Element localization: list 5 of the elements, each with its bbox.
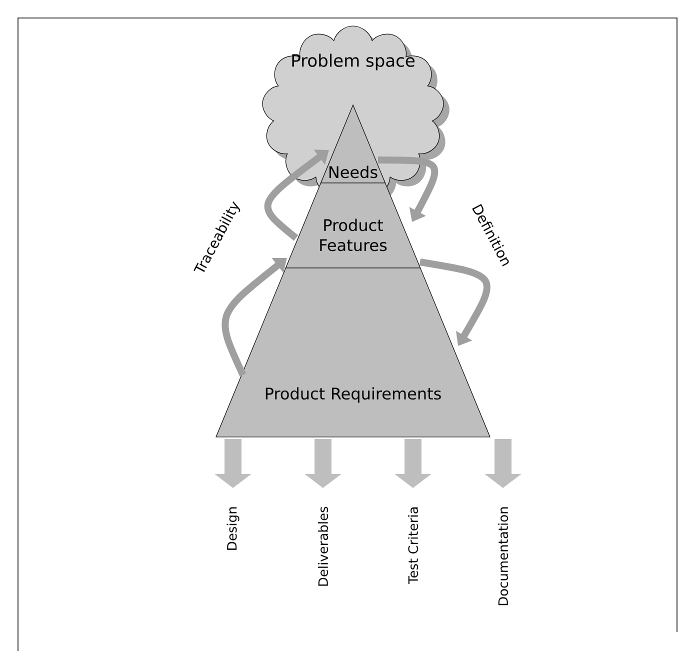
output-label: Documentation [498, 507, 508, 606]
output-label: Test Criteria [408, 507, 418, 584]
output-label: Design [226, 507, 240, 550]
curved-arrow [222, 258, 287, 376]
output-label: Deliverables [318, 506, 328, 586]
